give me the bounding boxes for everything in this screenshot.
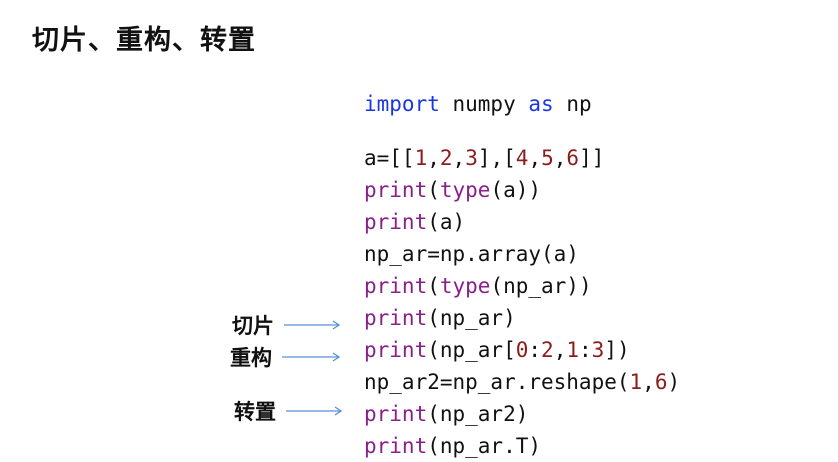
code-text: : <box>528 338 542 362</box>
code-builtin: print <box>364 338 428 362</box>
code-line: print(a) <box>364 206 680 238</box>
code-builtin: print <box>364 210 428 234</box>
code-text: ( <box>427 178 440 202</box>
code-text: (np_ar)) <box>490 274 592 298</box>
code-builtin: print <box>364 274 428 298</box>
code-text: , <box>553 338 567 362</box>
code-builtin: print <box>364 402 428 426</box>
annotation-slice: 切片 <box>232 311 342 339</box>
arrow-right-icon <box>282 352 341 362</box>
arrow-right-icon <box>284 320 341 330</box>
code-builtin: print <box>364 434 428 458</box>
code-line: print(type(a)) <box>364 174 680 206</box>
code-text: (np_ar2) <box>427 402 529 426</box>
code-builtin: type <box>439 178 491 202</box>
code-number: 1 <box>566 338 580 362</box>
code-text: ]) <box>604 338 630 362</box>
arrow-right-icon <box>286 406 343 416</box>
code-builtin: type <box>439 274 491 298</box>
code-text: (np_ar) <box>427 306 516 330</box>
code-number: 2 <box>541 338 554 362</box>
code-text: (a) <box>427 210 466 234</box>
code-line: print(np_ar.T) <box>364 430 680 462</box>
annotation-label-reshape: 重构 <box>230 346 272 370</box>
page-title: 切片、重构、转置 <box>32 25 256 56</box>
code-line: import numpy as np <box>364 88 680 120</box>
code-text: ( <box>427 274 440 298</box>
annotation-label-slice: 切片 <box>232 314 274 338</box>
code-text: np_ar2=np_ar.reshape( <box>364 370 630 394</box>
code-text: : <box>579 338 592 362</box>
code-text: ) <box>667 370 681 394</box>
code-text: a=[[ <box>364 146 415 170</box>
code-text: (np_ar.T) <box>427 434 542 458</box>
code-number: 1 <box>629 370 643 394</box>
code-line: print(np_ar2) <box>364 398 680 430</box>
code-line: print(np_ar) <box>364 302 680 334</box>
code-text: , <box>427 146 440 170</box>
code-text: numpy <box>439 92 529 116</box>
code-builtin: print <box>364 306 428 330</box>
code-number: 3 <box>465 146 478 170</box>
code-text: np_ar=np.array(a) <box>364 242 579 266</box>
code-line: np_ar2=np_ar.reshape(1,6) <box>364 366 680 398</box>
code-number: 6 <box>654 370 668 394</box>
code-number: 1 <box>414 146 428 170</box>
code-text: (np_ar[ <box>427 338 516 362</box>
code-number: 0 <box>515 338 529 362</box>
code-line <box>364 120 680 142</box>
code-text: (a)) <box>490 178 542 202</box>
code-text: , <box>553 146 567 170</box>
annotation-label-transpose: 转置 <box>234 400 276 424</box>
code-number: 3 <box>591 338 605 362</box>
code-text: ]] <box>579 146 605 170</box>
annotation-reshape: 重构 <box>230 343 342 371</box>
annotation-transpose: 转置 <box>234 397 344 425</box>
code-number: 6 <box>566 146 580 170</box>
code-keyword: import <box>364 92 440 116</box>
code-builtin: print <box>364 178 428 202</box>
code-text: ],[ <box>477 146 516 170</box>
code-line: a=[[1,2,3],[4,5,6]] <box>364 142 680 174</box>
code-text: , <box>528 146 542 170</box>
code-text: , <box>642 370 655 394</box>
code-line: print(np_ar[0:2,1:3]) <box>364 334 680 366</box>
code-number: 4 <box>515 146 529 170</box>
code-keyword: as <box>528 92 554 116</box>
code-line: print(type(np_ar)) <box>364 270 680 302</box>
code-line: np_ar=np.array(a) <box>364 238 680 270</box>
code-text: , <box>452 146 466 170</box>
code-text: np <box>553 92 592 116</box>
code-number: 5 <box>541 146 554 170</box>
code-number: 2 <box>439 146 453 170</box>
